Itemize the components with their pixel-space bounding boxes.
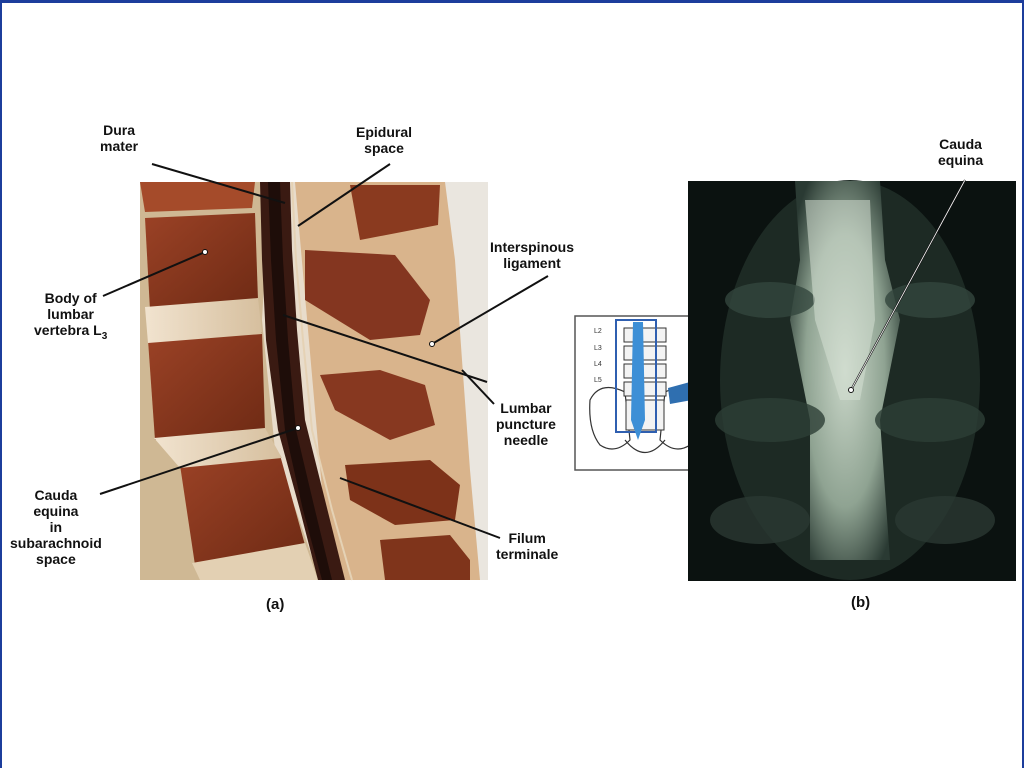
- label-body-line2: lumbar: [47, 306, 94, 322]
- label-epidural-space-line2: space: [364, 140, 404, 156]
- label-dura-mater-line1: Dura: [103, 122, 136, 138]
- label-interspinous-line1: Interspinous: [490, 239, 575, 255]
- label-body-of-vertebra: Body of lumbar vertebra L3: [34, 290, 107, 345]
- panel-a-leader-dots: [202, 249, 435, 431]
- inset-label-l3: L3: [594, 345, 602, 352]
- label-needle-line2: puncture: [496, 416, 556, 432]
- xray-image: [688, 180, 1016, 581]
- label-interspinous-line2: ligament: [503, 255, 561, 271]
- label-body-subscript: 3: [101, 330, 108, 342]
- label-body-line3-text: vertebra L: [34, 322, 102, 338]
- label-dura-mater: Dura mater: [100, 122, 138, 154]
- label-cauda-a-line3: in: [49, 519, 63, 535]
- label-body-line1: Body of: [44, 290, 97, 306]
- label-cauda-b-line1: Cauda: [939, 136, 982, 152]
- label-dura-mater-line2: mater: [100, 138, 139, 154]
- inset-label-l4: L4: [594, 361, 602, 368]
- label-interspinous-ligament: Interspinous ligament: [490, 239, 574, 271]
- inset-label-l2: L2: [594, 328, 602, 335]
- label-lumbar-puncture-needle: Lumbar puncture needle: [496, 400, 556, 448]
- caption-panel-a: (a): [266, 596, 285, 613]
- panel-b-leader: [848, 179, 966, 393]
- label-cauda-a-line1: Cauda: [34, 487, 78, 503]
- inset-vertebra-labels: L2 L3 L4 L5: [594, 328, 602, 384]
- slide-top-border: [0, 0, 1024, 3]
- label-cauda-a-line2: equina: [33, 503, 79, 519]
- label-needle-line3: needle: [503, 432, 549, 448]
- label-body-line3: vertebra L3: [34, 322, 107, 345]
- label-filum-line1: Filum: [508, 530, 546, 546]
- panel-a-leader-lines: [99, 163, 549, 539]
- label-cauda-b-line2: equina: [938, 152, 984, 168]
- label-epidural-space: Epidural space: [356, 124, 412, 156]
- label-filum-line2: terminale: [496, 546, 559, 562]
- label-cauda-a-line5: space: [36, 551, 76, 567]
- label-needle-line1: Lumbar: [500, 400, 552, 416]
- label-cauda-equina-xray: Cauda equina: [938, 136, 983, 168]
- slide-right-border: [1022, 0, 1024, 768]
- label-cauda-equina-subarachnoid: Cauda equina in subarachnoid space: [10, 487, 102, 567]
- caption-panel-b: (b): [851, 594, 871, 611]
- sagittal-section-photo: [140, 181, 488, 581]
- label-epidural-space-line1: Epidural: [356, 124, 413, 140]
- inset-label-l5: L5: [594, 377, 602, 384]
- label-filum-terminale: Filum terminale: [496, 530, 558, 562]
- slide-left-border: [0, 0, 2, 768]
- label-cauda-a-line4: subarachnoid: [10, 535, 102, 551]
